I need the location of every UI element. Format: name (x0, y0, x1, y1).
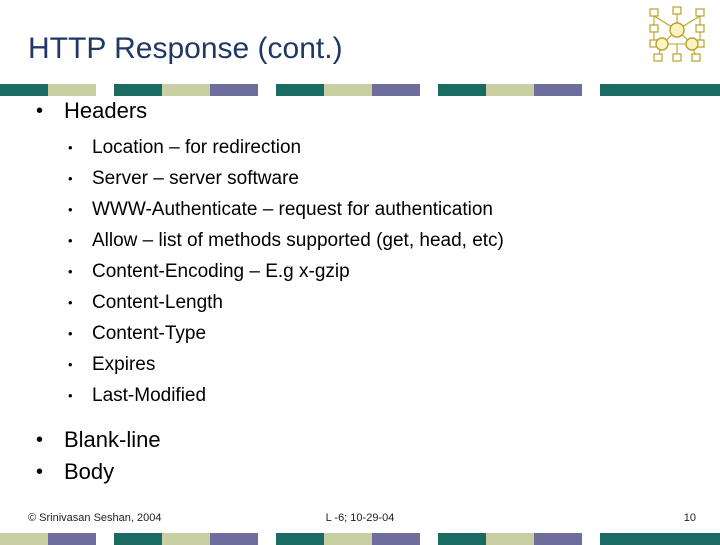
bar-segment (534, 533, 582, 545)
list-item-label: Content-Encoding – E.g x-gzip (92, 261, 350, 282)
list-item: • Content-Length (0, 287, 720, 318)
list-item: • Content-Type (0, 318, 720, 349)
bullet-icon: • (36, 429, 44, 451)
spacer (0, 411, 720, 425)
bar-segment (324, 533, 372, 545)
bar-segment (48, 84, 96, 96)
bar-segment (372, 533, 420, 545)
bar-segment (438, 533, 486, 545)
bullet-icon: • (68, 326, 73, 341)
bar-segment (276, 84, 324, 96)
footer-copyright: © Srinivasan Seshan, 2004 (28, 512, 162, 524)
bar-segment (258, 84, 276, 96)
cmu-network-logo (642, 6, 712, 70)
bar-segment (600, 533, 720, 545)
bar-segment (114, 84, 162, 96)
bar-segment (486, 533, 534, 545)
list-item: • Allow – list of methods supported (get… (0, 225, 720, 256)
outline-item-label: Blank-line (64, 427, 161, 452)
decorative-bar-top (0, 84, 720, 96)
bar-segment (0, 84, 48, 96)
bar-segment (114, 533, 162, 545)
outline-item-body: • Body (0, 457, 720, 487)
bullet-icon: • (68, 171, 73, 186)
bar-segment (48, 533, 96, 545)
outline-item-headers: • Headers (0, 96, 720, 126)
list-item: • Server – server software (0, 163, 720, 194)
bar-segment (276, 533, 324, 545)
bullet-icon: • (68, 295, 73, 310)
bar-segment (210, 84, 258, 96)
bar-segment (162, 84, 210, 96)
outline-item-label: Headers (64, 98, 148, 123)
footer-center-text: L -6; 10-29-04 (325, 512, 395, 524)
list-item-label: Expires (92, 354, 156, 375)
outline-item-blank-line: • Blank-line (0, 425, 720, 455)
list-item-label: Content-Length (92, 292, 223, 313)
outline-item-label: Body (64, 459, 115, 484)
list-item: • Expires (0, 349, 720, 380)
bullet-icon: • (68, 140, 73, 155)
bullet-icon: • (68, 357, 73, 372)
bullet-icon: • (68, 233, 73, 248)
headers-sublist: • Location – for redirection • Server – … (0, 132, 720, 411)
bar-segment (96, 84, 114, 96)
list-item: • Location – for redirection (0, 132, 720, 163)
bar-segment (372, 84, 420, 96)
slide-content: • Headers • Location – for redirection •… (0, 96, 720, 489)
list-item-label: Last-Modified (92, 385, 207, 406)
bar-segment (210, 533, 258, 545)
bar-segment (534, 84, 582, 96)
bar-segment (438, 84, 486, 96)
list-item-label: WWW-Authenticate – request for authentic… (92, 199, 493, 220)
list-item-label: Server – server software (92, 168, 299, 189)
page-title: HTTP Response (cont.) (28, 32, 343, 65)
bar-segment (600, 84, 720, 96)
bullet-icon: • (36, 100, 44, 122)
decorative-bar-bottom (0, 533, 720, 545)
list-item-label: Location – for redirection (92, 137, 302, 158)
list-item-label: Content-Type (92, 323, 207, 344)
bar-segment (420, 84, 438, 96)
list-item-label: Allow – list of methods supported (get, … (92, 230, 504, 251)
bar-segment (582, 84, 600, 96)
bar-segment (324, 84, 372, 96)
footer: © Srinivasan Seshan, 2004 L -6; 10-29-04… (0, 512, 720, 530)
bar-segment (0, 533, 48, 545)
bar-segment (420, 533, 438, 545)
list-item: • WWW-Authenticate – request for authent… (0, 194, 720, 225)
bar-segment (96, 533, 114, 545)
bar-segment (258, 533, 276, 545)
bullet-icon: • (68, 202, 73, 217)
bullet-icon: • (68, 388, 73, 403)
bar-segment (582, 533, 600, 545)
bar-segment (162, 533, 210, 545)
bullet-icon: • (68, 264, 73, 279)
page-number: 10 (683, 512, 696, 524)
list-item: • Last-Modified (0, 380, 720, 411)
list-item: • Content-Encoding – E.g x-gzip (0, 256, 720, 287)
bullet-icon: • (36, 461, 44, 483)
bar-segment (486, 84, 534, 96)
